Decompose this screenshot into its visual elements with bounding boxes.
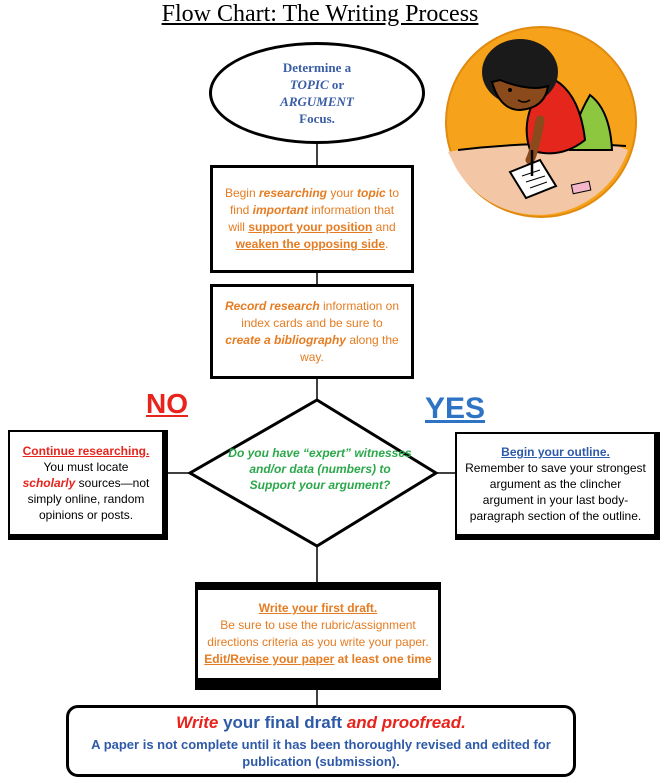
face-shape xyxy=(490,78,550,112)
decision-diamond xyxy=(186,398,439,548)
research-text-3: to find xyxy=(229,186,400,217)
topic-or: or xyxy=(328,77,345,92)
page-title: Flow Chart: The Writing Process xyxy=(161,1,479,27)
record-create-phrase: create a bibliography xyxy=(225,332,346,347)
step-research-box: Begin researching your topic to find imp… xyxy=(210,165,414,273)
final-proofread-word: and proofread xyxy=(346,713,462,732)
step-draft-box: Write your first draft. Be sure to use t… xyxy=(195,582,441,690)
step-final-box: Write your final draft and proofread. A … xyxy=(66,705,576,777)
no-label: NO xyxy=(146,388,188,419)
research-text-5: and xyxy=(372,220,396,234)
no-branch-scholarly: scholarly xyxy=(22,476,76,490)
yes-branch-heading: Begin your outline. xyxy=(501,445,610,459)
no-branch-box: Continue researching. You must locate sc… xyxy=(8,430,168,540)
step-topic-oval: Determine a TOPIC or ARGUMENT Focus. xyxy=(209,42,425,144)
research-text-1: Begin xyxy=(224,186,259,200)
research-text-4: information that will xyxy=(228,203,395,234)
research-topic-word: topic xyxy=(357,186,386,200)
draft-body: Be sure to use the rubric/assignment dir… xyxy=(207,618,429,649)
record-text-2: along the way. xyxy=(300,332,399,364)
final-write-word: Write xyxy=(176,713,219,732)
no-branch-text-2: sources—not simply online, random opinio… xyxy=(27,476,150,522)
final-dot: . xyxy=(461,713,466,732)
yes-label: YES xyxy=(425,392,486,425)
student-writing-illustration xyxy=(445,26,637,218)
topic-line1: Determine a xyxy=(282,60,352,75)
research-word: researching xyxy=(258,186,328,200)
record-text-1: information on index cards and be sure t… xyxy=(241,298,400,330)
research-support-phrase: support your position xyxy=(248,220,373,234)
no-branch-text-1: You must locate xyxy=(43,460,129,474)
no-branch-heading: Continue researching. xyxy=(22,444,150,458)
topic-focus: Focus. xyxy=(299,111,335,126)
research-weaken-phrase: weaken the opposing side xyxy=(235,237,386,251)
decision-question: Do you have “expert” witnesses and/or da… xyxy=(228,446,412,492)
yes-branch-body: Remember to save your strongest argument… xyxy=(465,461,646,523)
research-text-2: your xyxy=(327,186,358,200)
research-important-word: important xyxy=(252,203,308,217)
record-phrase: Record research xyxy=(224,298,320,313)
final-body: A paper is not complete until it has bee… xyxy=(91,737,551,769)
draft-edit-tail: at least one time xyxy=(334,652,432,666)
yes-branch-box: Begin your outline. Remember to save you… xyxy=(455,432,660,540)
research-text-6: . xyxy=(385,237,389,251)
step-record-box: Record research information on index car… xyxy=(210,284,414,379)
argument-word: ARGUMENT xyxy=(280,94,354,109)
draft-edit-phrase: Edit/Revise your paper xyxy=(204,652,335,666)
paper-shape xyxy=(508,158,558,200)
draft-heading: Write your first draft. xyxy=(258,601,378,615)
eraser-shape xyxy=(570,180,592,195)
final-middle-text: your final draft xyxy=(218,713,347,732)
topic-word: TOPIC xyxy=(289,77,329,92)
